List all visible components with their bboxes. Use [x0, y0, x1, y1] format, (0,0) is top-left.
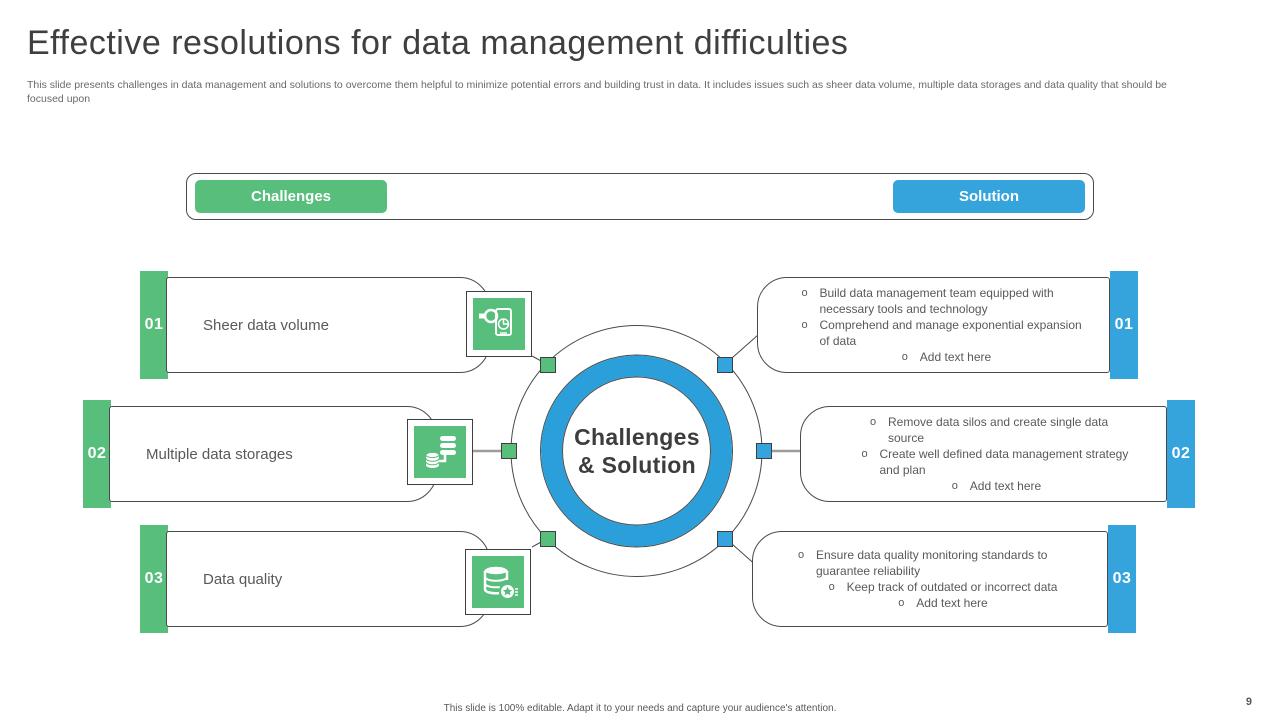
page-number: 9	[1245, 696, 1252, 708]
multiple-databases-icon	[414, 426, 466, 478]
node-square-green-mid	[501, 443, 517, 459]
page-title: Effective resolutions for data managemen…	[27, 24, 849, 62]
bullet-marker: o	[801, 287, 808, 299]
database-quality-icon	[472, 556, 524, 608]
solution-3-box: o Ensure data quality monitoring standar…	[752, 531, 1108, 627]
solution-2-bullet-3: o Add text here	[951, 479, 1042, 493]
challenge-2-box: Multiple data storages	[109, 406, 437, 502]
bullet-marker: o	[801, 319, 808, 331]
bullet-marker: o	[898, 597, 905, 609]
data-volume-search-icon	[473, 298, 525, 350]
bullet-marker: o	[951, 480, 958, 492]
solution-3-bullet-1: o Ensure data quality monitoring standar…	[798, 548, 1048, 578]
solution-3-number-tab: 03	[1108, 525, 1136, 633]
challenge-2-icon-frame	[407, 419, 473, 485]
solution-3-bullet-3: o Add text here	[898, 596, 988, 610]
solution-1-box: o Build data management team equipped wi…	[757, 277, 1110, 373]
bullet-marker: o	[861, 448, 868, 460]
solution-2-bullet-1: o Remove data silos and create single da…	[870, 415, 1109, 445]
solution-3-bullet-2: o Keep track of outdated or incorrect da…	[828, 580, 1058, 594]
challenges-legend-button[interactable]: Challenges	[195, 180, 387, 213]
bullet-marker: o	[870, 416, 877, 428]
bullet-marker: o	[798, 549, 805, 561]
legend-bar: Challenges Solution	[186, 173, 1094, 220]
center-hub-line1: Challenges	[574, 424, 700, 450]
challenge-2-number-tab: 02	[83, 400, 111, 508]
node-square-green-top	[540, 357, 556, 373]
solution-legend-button[interactable]: Solution	[893, 180, 1085, 213]
challenge-1-box: Sheer data volume	[166, 277, 490, 373]
challenge-2-label: Multiple data storages	[146, 445, 293, 463]
slide-subtitle: This slide presents challenges in data m…	[27, 79, 1167, 105]
challenge-1-number-tab: 01	[140, 271, 168, 379]
challenge-1-icon-frame	[466, 291, 532, 357]
node-square-blue-top	[717, 357, 733, 373]
node-square-blue-bottom	[717, 531, 733, 547]
node-square-green-bottom	[540, 531, 556, 547]
challenge-3-label: Data quality	[203, 570, 283, 588]
connector-top-right	[731, 334, 759, 359]
center-hub-label: Challenges & Solution	[537, 423, 737, 479]
challenge-3-icon-frame	[465, 549, 531, 615]
node-square-blue-mid	[756, 443, 772, 459]
solution-2-bullet-2: o Create well defined data management st…	[861, 447, 1129, 477]
challenge-1-label: Sheer data volume	[203, 316, 329, 334]
solution-1-bullet-2: o Comprehend and manage exponential expa…	[801, 318, 1082, 348]
solution-1-bullet-1: o Build data management team equipped wi…	[801, 286, 1054, 316]
bullet-marker: o	[828, 581, 835, 593]
bullet-marker: o	[901, 351, 908, 363]
slide-footer-note: This slide is 100% editable. Adapt it to…	[443, 703, 837, 714]
solution-2-number-tab: 02	[1167, 400, 1195, 508]
connector-bottom-left	[531, 540, 544, 548]
challenge-3-box: Data quality	[166, 531, 490, 627]
solution-1-bullet-3: o Add text here	[901, 350, 992, 364]
challenge-3-number-tab: 03	[140, 525, 168, 633]
connector-top-left	[531, 355, 544, 363]
solution-2-box: o Remove data silos and create single da…	[800, 406, 1167, 502]
solution-1-number-tab: 01	[1110, 271, 1138, 379]
center-hub-line2: & Solution	[578, 452, 696, 478]
